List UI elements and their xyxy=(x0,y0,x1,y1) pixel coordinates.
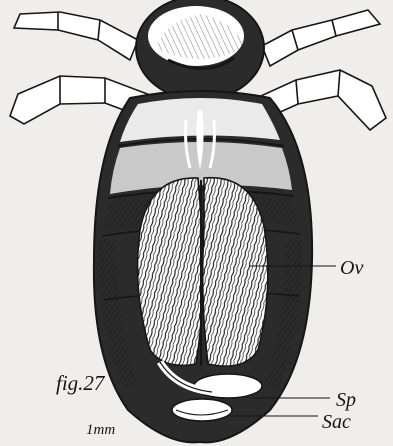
sac xyxy=(172,399,232,421)
figure-number: fig.27 xyxy=(56,371,106,395)
thorax xyxy=(136,0,264,100)
sac-label: Sac xyxy=(322,411,351,433)
sp-label: Sp xyxy=(336,389,356,411)
scale-label: 1mm xyxy=(86,422,115,438)
ov-label: Ov xyxy=(340,257,363,279)
